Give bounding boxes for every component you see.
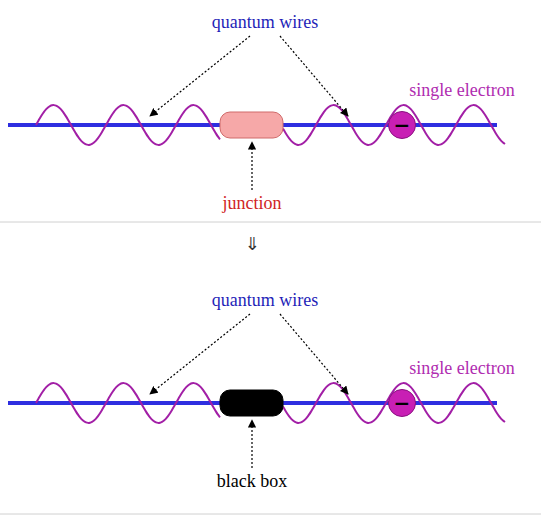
wave-segment: [283, 383, 505, 423]
electron-circle: −: [388, 111, 416, 139]
wave-function: [36, 383, 505, 423]
leader-arrow: [280, 36, 348, 116]
junction-label: junction: [221, 193, 284, 213]
electron-circle: −: [388, 389, 416, 417]
wave-segment: [36, 105, 220, 145]
electron-label: single electron: [407, 358, 516, 378]
leader-arrow: [280, 314, 348, 394]
wave-segment: [283, 105, 505, 145]
leader-arrow: [251, 142, 252, 190]
separator-line: [0, 222, 541, 223]
charge-sign: −: [394, 393, 411, 413]
junction-box: [220, 112, 283, 138]
wave-segment: [36, 383, 220, 423]
panel: [8, 36, 505, 190]
wire-label: quantum wires: [210, 12, 320, 32]
leader-arrow: [150, 36, 250, 116]
leader-arrow: [150, 314, 250, 394]
charge-sign: −: [394, 115, 411, 135]
electron-label: single electron: [407, 80, 516, 100]
wave-function: [36, 105, 505, 145]
black-box-label: black box: [215, 471, 289, 491]
panel: [8, 314, 505, 468]
wire-label: quantum wires: [210, 290, 320, 310]
separator-line: [0, 514, 541, 515]
black-box: [220, 390, 283, 416]
transition-arrow: ⇓: [242, 234, 261, 254]
leader-arrow: [251, 420, 252, 468]
